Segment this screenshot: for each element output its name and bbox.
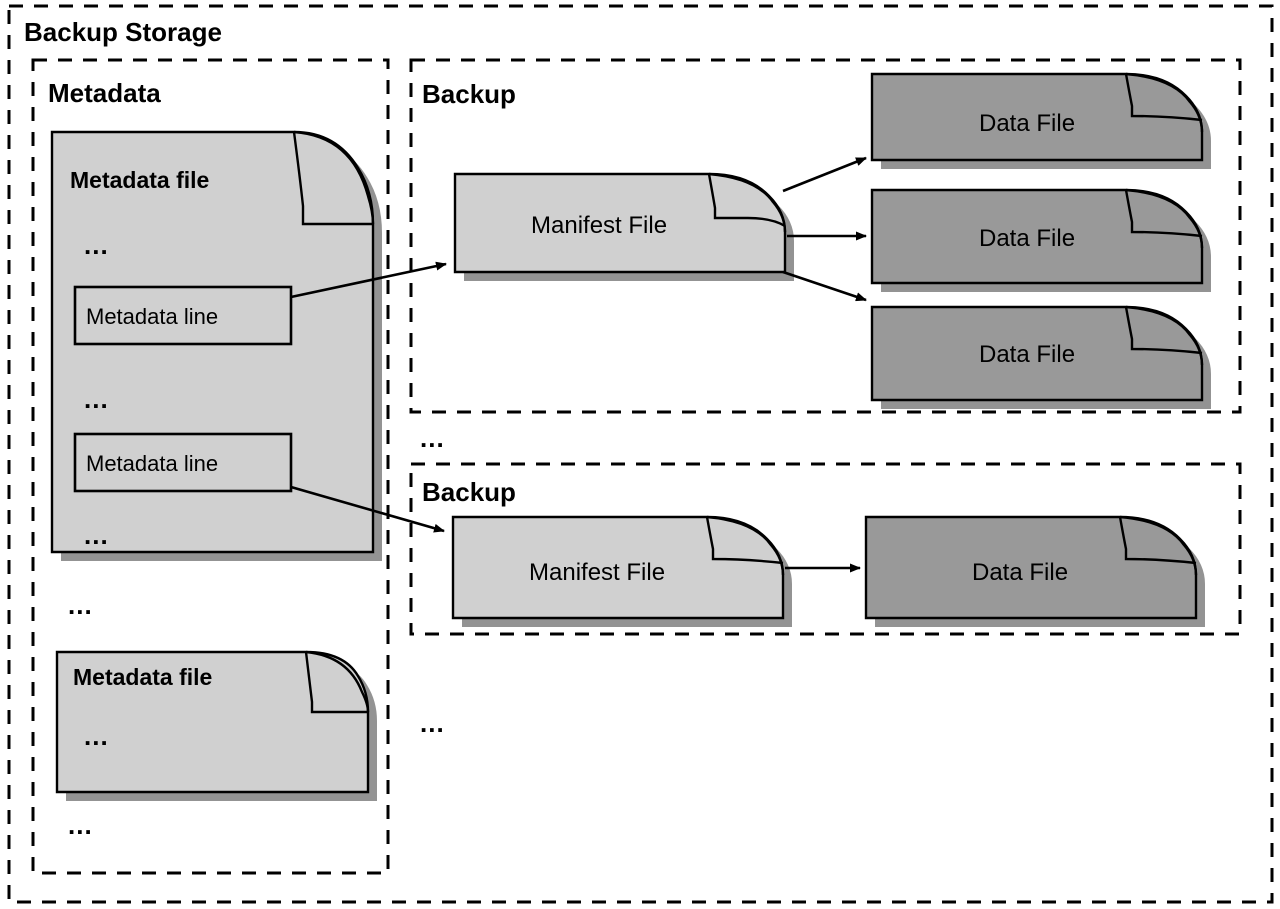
metadata-file-2-fold-edge (305, 650, 370, 713)
data-file-1-1-fold-corner-icon (1124, 73, 1203, 122)
backup-panel-1-label: Backup (422, 79, 516, 109)
metadata-panel-separator-2: ... (68, 810, 93, 840)
backup-panel-1 (409, 58, 1242, 414)
arrow-metadataline1-to-manifest1 (290, 261, 447, 299)
metadata-file-1-ellipsis-1: ... (84, 230, 109, 260)
outer-container-label: Backup Storage (24, 17, 222, 47)
metadata-line-box-1 (73, 285, 293, 346)
metadata-file-2-fold-corner-icon (304, 651, 368, 714)
data-file-1-1: Data File (870, 72, 1211, 169)
metadata-panel-separator-1: ... (68, 590, 93, 620)
metadata-file-1-title: Metadata file (70, 167, 209, 193)
data-file-2-1-fold-edge (1119, 515, 1198, 576)
metadata-file-1: Metadata file ... Metadata line ... Meta… (50, 130, 382, 561)
metadata-panel (31, 58, 390, 875)
arrow-manifest1-to-datafile3 (782, 270, 867, 302)
data-file-2-1-fold-corner-icon (1118, 516, 1197, 565)
metadata-panel-label: Metadata (48, 78, 161, 108)
backup-panel-2-label: Backup (422, 477, 516, 507)
data-file-1-3: Data File (870, 305, 1211, 409)
metadata-file-2: Metadata file ... (55, 650, 377, 801)
backup-panel-separator-1: ... (420, 423, 445, 453)
backup-panel-2 (409, 462, 1242, 636)
metadata-file-2-title: Metadata file (73, 664, 212, 690)
manifest-file-1-label: Manifest File (531, 212, 667, 239)
metadata-file-1-fold-corner-icon (292, 131, 373, 226)
metadata-file-2-ellipsis-1: ... (84, 721, 109, 751)
metadata-file-1-ellipsis-3: ... (84, 520, 109, 550)
metadata-line-label-2: Metadata line (86, 451, 218, 476)
metadata-line-box-2 (73, 432, 293, 493)
manifest-file-2: Manifest File (451, 515, 792, 627)
outer-container-backup-storage (7, 4, 1274, 904)
data-file-1-2-label: Data File (979, 225, 1075, 252)
data-file-2-1-label: Data File (972, 559, 1068, 586)
manifest-file-2-label: Manifest File (529, 559, 665, 586)
metadata-file-1-fold-edge (293, 130, 375, 225)
metadata-file-1-ellipsis-2: ... (84, 384, 109, 414)
backup-panel-separator-2: ... (420, 708, 445, 738)
manifest-file-2-fold-edge (706, 515, 785, 576)
data-file-1-1-label: Data File (979, 110, 1075, 137)
manifest-file-2-fold-corner-icon (705, 516, 784, 565)
metadata-line-label-1: Metadata line (86, 304, 218, 329)
data-file-1-2-fold-edge (1125, 188, 1204, 249)
data-file-2-1: Data File (864, 515, 1205, 627)
data-file-1-2-fold-corner-icon (1124, 189, 1203, 238)
arrow-manifest1-to-datafile1 (782, 156, 867, 193)
data-file-1-3-fold-edge (1125, 305, 1204, 366)
data-file-1-3-label: Data File (979, 341, 1075, 368)
manifest-file-1: Manifest File (453, 172, 794, 281)
arrow-metadataline2-to-manifest2 (290, 485, 445, 533)
data-file-1-3-fold-corner-icon (1124, 306, 1203, 355)
data-file-1-1-fold-edge (1125, 72, 1204, 133)
manifest-file-1-fold-corner-icon (707, 173, 786, 228)
data-file-1-2: Data File (870, 188, 1211, 292)
manifest-file-1-fold-edge (708, 172, 787, 233)
